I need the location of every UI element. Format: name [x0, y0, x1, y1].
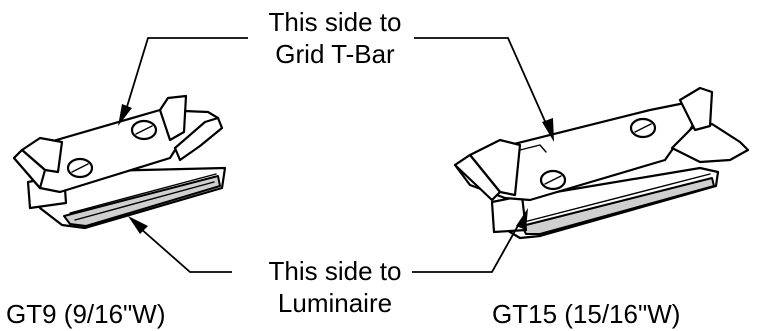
screw-head-icon: [539, 169, 567, 191]
screw-head-icon: [66, 157, 94, 179]
luminaire-callout-line2: Luminaire: [277, 288, 393, 318]
gt9-caption: GT9 (9/16"W): [6, 299, 166, 329]
top-leader-lines: [118, 37, 554, 142]
luminaire-callout-line1: This side to: [268, 256, 402, 286]
bottom-leader-lines: [128, 208, 528, 273]
screw-head-icon: [629, 117, 657, 139]
screw-head-icon: [130, 119, 158, 141]
grid-tbar-callout: This side to Grid T-Bar: [230, 6, 440, 70]
gt9-clip-icon: [12, 94, 227, 230]
gt15-clip-icon: [453, 86, 750, 240]
grid-tbar-callout-line2: Grid T-Bar: [275, 39, 395, 69]
gt15-caption: GT15 (15/16"W): [492, 299, 681, 329]
luminaire-callout: This side to Luminaire: [230, 255, 440, 319]
grid-tbar-callout-line1: This side to: [268, 7, 402, 37]
